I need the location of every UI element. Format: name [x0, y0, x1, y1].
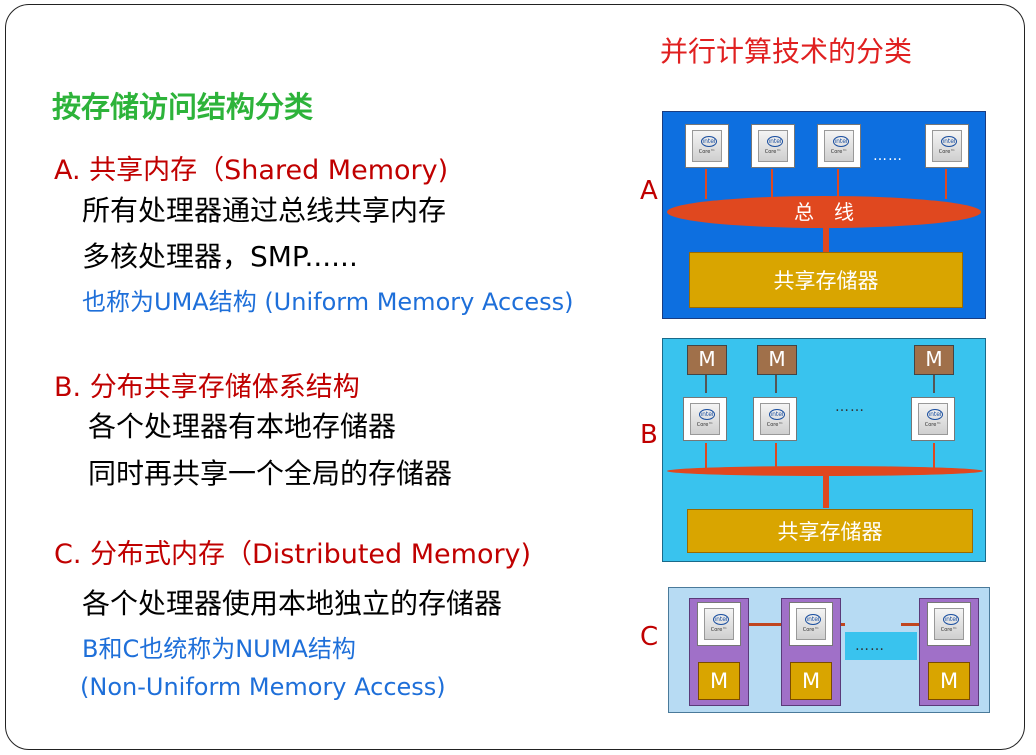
core-label: Core™ [698, 149, 716, 155]
intel-logo: intel [943, 614, 959, 625]
core-label: Core™ [938, 149, 956, 155]
shared-memory-label: 共享存储器 [773, 269, 879, 293]
intel-logo: intel [699, 409, 715, 420]
system-bus-b [667, 466, 983, 476]
system-bus: 总 线 [667, 196, 981, 228]
ellipsis-c: …… [855, 638, 885, 654]
core-label: Core™ [696, 422, 714, 428]
memory-label: M [925, 347, 943, 371]
intel-logo: intel [927, 409, 943, 420]
intel-logo: intel [701, 136, 717, 147]
memory-label: M [768, 347, 786, 371]
section-a-title: A. 共享内存（Shared Memory) [54, 155, 449, 186]
shared-memory-block-b: 共享存储器 [687, 509, 973, 553]
core-label: Core™ [802, 627, 820, 633]
intel-logo: intel [941, 136, 957, 147]
memory-label: M [709, 669, 729, 693]
core-label: Core™ [940, 627, 958, 633]
intel-logo: intel [713, 614, 729, 625]
panel-a-letter: A [640, 176, 658, 206]
section-b-line-2: 同时再共享一个全局的存储器 [88, 457, 453, 490]
panel-c-letter: C [640, 622, 659, 652]
intel-logo: intel [769, 409, 785, 420]
core-label: Core™ [764, 149, 782, 155]
section-c-line-1: 各个处理器使用本地独立的存储器 [82, 587, 503, 620]
interconnect-gap [845, 632, 917, 660]
shared-memory-label: 共享存储器 [777, 520, 883, 544]
section-c-title: C. 分布式内存（Distributed Memory) [54, 539, 532, 570]
intel-logo: intel [767, 136, 783, 147]
section-b-line-1: 各个处理器有本地存储器 [88, 410, 397, 443]
shared-memory-block-a: 共享存储器 [689, 252, 963, 308]
core-label: Core™ [830, 149, 848, 155]
section-c-note-1: B和C也统称为NUMA结构 [82, 635, 356, 663]
local-memory-c: M [698, 662, 740, 700]
intel-logo: intel [805, 614, 821, 625]
intel-logo: intel [833, 136, 849, 147]
local-memory-c: M [790, 662, 832, 700]
section-b-title: B. 分布共享存储体系结构 [54, 372, 360, 403]
slide-topic-title: 并行计算技术的分类 [660, 35, 913, 68]
classification-heading: 按存储访问结构分类 [52, 90, 314, 124]
memory-label: M [801, 669, 821, 693]
core-label: Core™ [766, 422, 784, 428]
local-memory-b: M [687, 345, 727, 375]
ellipsis-a: …… [873, 148, 903, 164]
core-label: Core™ [710, 627, 728, 633]
local-memory-b: M [914, 345, 954, 375]
section-c-note-2: (Non-Uniform Memory Access) [80, 673, 446, 701]
section-a-line-2: 多核处理器，SMP...... [82, 240, 358, 273]
section-a-line-1: 所有处理器通过总线共享内存 [82, 194, 447, 227]
ellipsis-b: …… [835, 399, 865, 415]
local-memory-c: M [928, 662, 970, 700]
memory-label: M [939, 669, 959, 693]
core-label: Core™ [924, 422, 942, 428]
section-a-note: 也称为UMA结构 (Uniform Memory Access) [82, 288, 574, 316]
panel-b-letter: B [640, 420, 658, 450]
bus-label: 总 线 [794, 200, 854, 224]
memory-label: M [698, 347, 716, 371]
local-memory-b: M [757, 345, 797, 375]
